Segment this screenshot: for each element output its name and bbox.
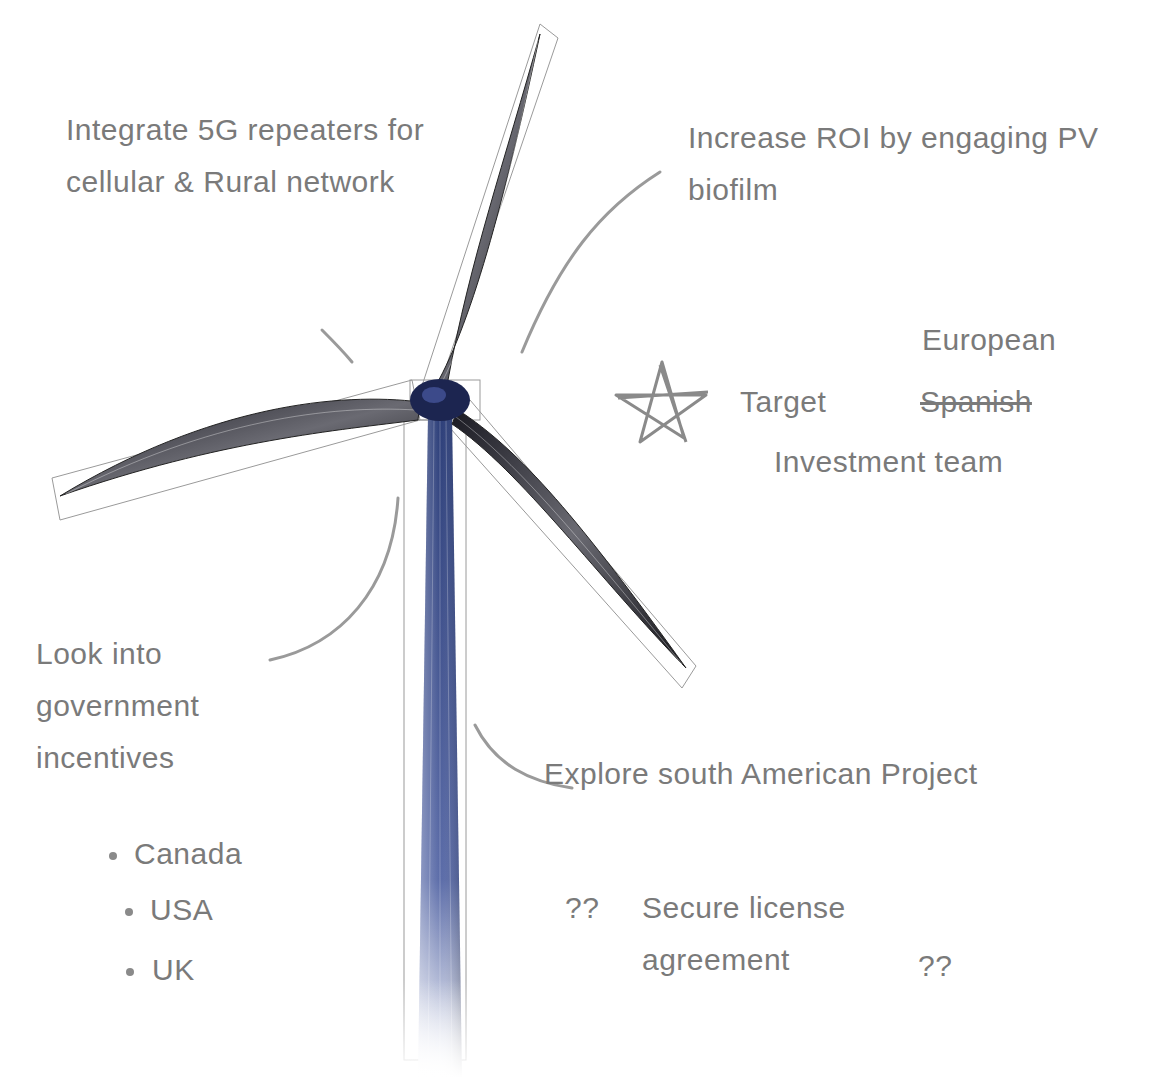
annotation-note: Investment team: [774, 436, 1003, 488]
annotation-note: Look into government incentives: [36, 628, 326, 784]
list-item: Canada: [134, 828, 242, 880]
annotation-note: Secure license agreement: [642, 882, 942, 986]
list-item: UK: [152, 944, 195, 996]
annotation-note: European: [922, 314, 1056, 366]
question-mark: ??: [565, 882, 599, 934]
list-item: USA: [150, 884, 213, 936]
annotation-note: Integrate 5G repeaters for cellular & Ru…: [66, 104, 436, 208]
annotation-note: Target: [740, 376, 826, 428]
struck-note: Spanish: [920, 376, 1032, 428]
annotation-note: Explore south American Project: [544, 748, 1164, 800]
question-mark: ??: [918, 940, 952, 992]
annotation-note: Increase ROI by engaging PV biofilm: [688, 112, 1138, 216]
